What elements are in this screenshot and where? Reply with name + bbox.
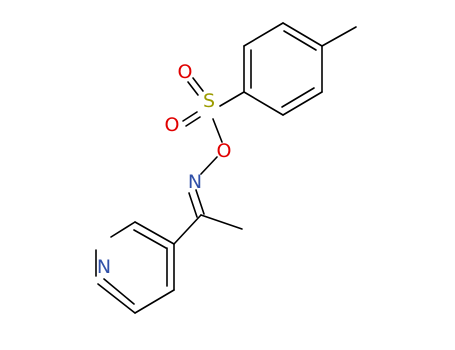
bond: [192, 77, 204, 92]
bond: [97, 283, 136, 314]
atom-labels: S O O O N N: [97, 61, 232, 278]
oxime-linkage: [173, 156, 243, 245]
bond: [281, 87, 315, 108]
bond: [282, 22, 323, 47]
atom-nitrogen: N: [188, 171, 202, 193]
pyridine-ring: [95, 221, 175, 314]
bond: [188, 192, 198, 218]
atom-oxygen: O: [178, 61, 193, 83]
atom-nitrogen: N: [97, 256, 111, 278]
tolyl-ring: [243, 22, 357, 116]
bond: [200, 214, 243, 230]
bond: [219, 91, 245, 107]
bond: [173, 214, 202, 245]
bond: [200, 156, 218, 175]
bond: [283, 30, 317, 51]
bond: [321, 26, 357, 47]
bond: [195, 189, 205, 215]
atom-sulfur: S: [203, 90, 215, 112]
bond: [185, 116, 201, 127]
bond: [243, 91, 284, 116]
atom-oxygen: O: [217, 140, 232, 162]
bond: [134, 221, 175, 245]
sulfonyl-group: [182, 77, 245, 143]
bond: [110, 221, 136, 238]
bond: [103, 278, 135, 305]
bond: [134, 289, 175, 314]
bond: [243, 22, 284, 47]
bond: [133, 229, 167, 249]
bond: [282, 91, 323, 116]
atom-oxygen: O: [165, 114, 180, 136]
bond: [212, 118, 223, 143]
bond: [182, 111, 198, 122]
bond: [187, 81, 199, 96]
